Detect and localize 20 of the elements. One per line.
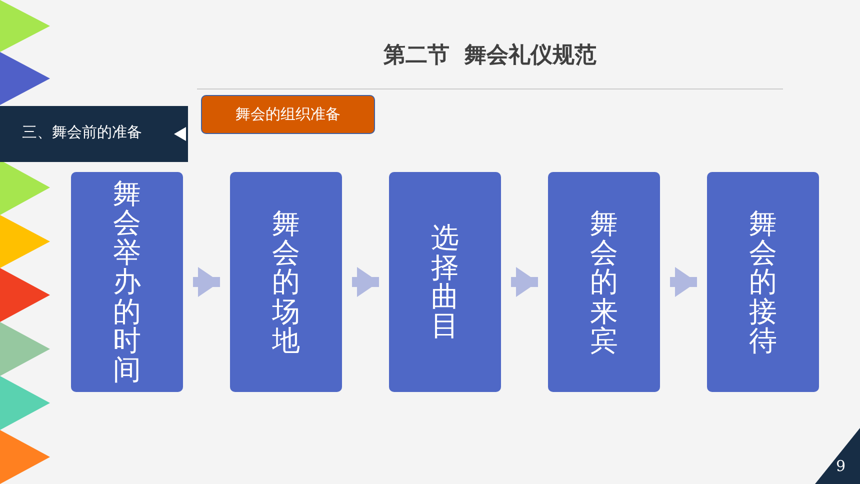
topic-label: 舞会的组织准备 [234, 105, 342, 124]
box-label: 舞会的场地 [271, 208, 301, 356]
process-box [707, 172, 819, 392]
section-band [0, 106, 188, 162]
arrow [511, 267, 538, 297]
process-box [389, 172, 501, 392]
arrow [670, 267, 697, 297]
process-box [71, 172, 183, 392]
slide-title: 第二节 舞会礼仪规范 [382, 42, 598, 70]
arrow [193, 267, 220, 297]
box-label: 舞会的接待 [748, 208, 778, 356]
topic-box [201, 95, 375, 134]
process-box [548, 172, 660, 392]
section-heading: 三、舞会前的准备 [22, 123, 142, 142]
process-box [230, 172, 342, 392]
box-label: 舞会举办的时间 [112, 179, 142, 385]
arrow [352, 267, 379, 297]
page-number: 9 [836, 457, 846, 475]
box-label: 选择曲目 [430, 223, 460, 341]
box-label: 舞会的来宾 [589, 208, 619, 356]
